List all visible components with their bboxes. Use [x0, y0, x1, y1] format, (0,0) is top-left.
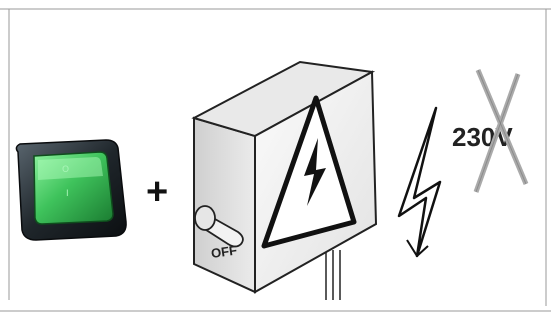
lightning-bolt-icon [397, 106, 442, 258]
switch-mark-off: O [62, 165, 69, 175]
voltage-crossed-out: 230V [452, 69, 529, 193]
switch-mark-on: I [66, 189, 69, 199]
plus-sign: + [146, 171, 168, 213]
switch-rocker [33, 151, 114, 225]
box-side-face [193, 116, 256, 294]
handle-off-label: OFF [210, 243, 238, 261]
switch-highlight [38, 157, 103, 180]
junction-box: OFF [191, 60, 378, 300]
rocker-switch: O I [15, 139, 127, 241]
high-voltage-warning-icon [304, 138, 326, 206]
rotary-handle-knob [194, 205, 216, 231]
